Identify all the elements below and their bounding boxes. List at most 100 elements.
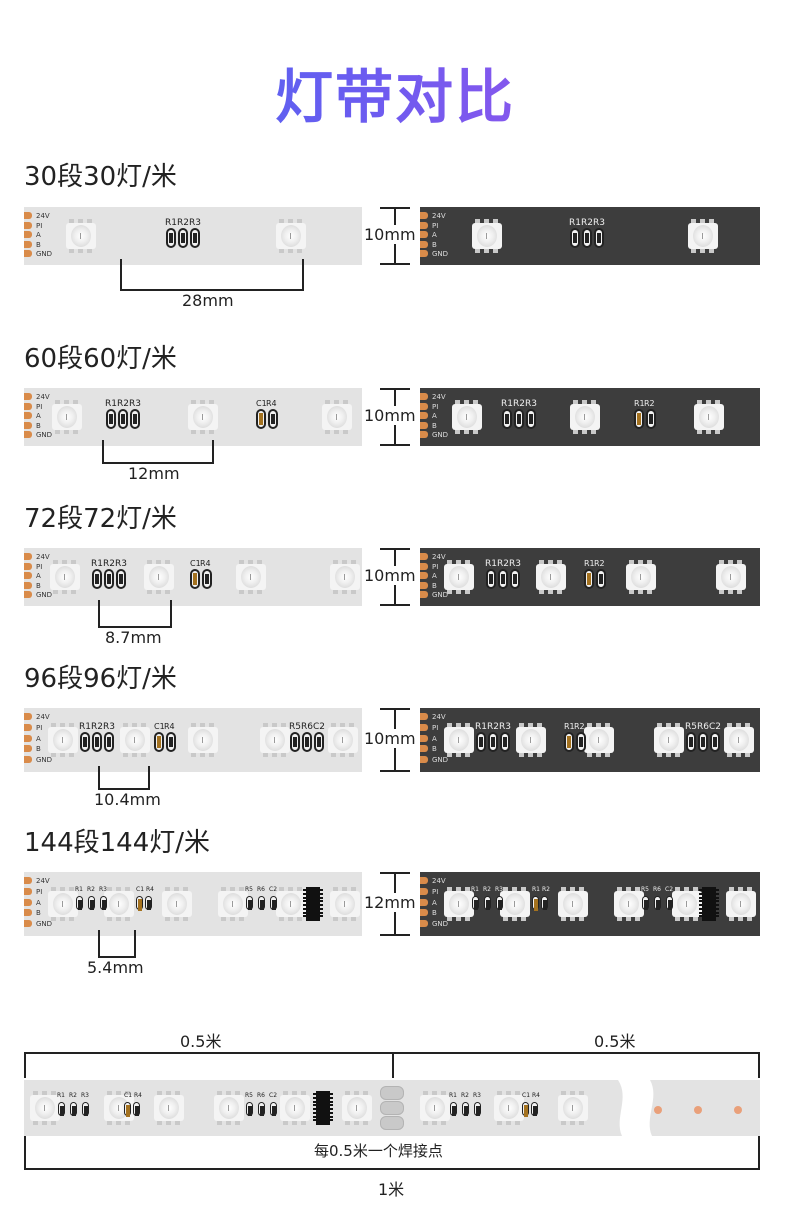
resistor (476, 732, 486, 752)
width-measure: 10mm (364, 708, 416, 772)
led-lens (347, 1097, 367, 1119)
led-leg (570, 917, 575, 921)
component-core (260, 900, 264, 910)
solder-pad (420, 240, 428, 248)
component-label: C2 (665, 886, 674, 893)
resistor (246, 896, 253, 910)
component-label: R1 (79, 722, 91, 732)
led-leg (675, 887, 680, 891)
led-lens (631, 566, 651, 588)
pad-label: GND (36, 756, 53, 765)
led-leg (515, 1091, 520, 1095)
led-leg (626, 917, 631, 921)
led-leg (132, 723, 137, 727)
measure-cap (380, 604, 410, 606)
pitch-bracket (98, 766, 150, 790)
led-leg (334, 400, 339, 404)
led-leg (200, 400, 205, 404)
pad-label: B (432, 909, 437, 918)
solder-pad (420, 250, 428, 258)
component-label: R1 (105, 399, 117, 409)
led-leg (354, 1121, 359, 1125)
solder-pad (420, 723, 428, 731)
component-label: R5 (685, 722, 697, 732)
led-leg (596, 753, 601, 757)
component-core (272, 1106, 276, 1116)
measure-cap (380, 934, 410, 936)
pad-label: B (432, 421, 437, 430)
led-chip (154, 1091, 184, 1125)
led-mark (294, 1105, 295, 1111)
width-measure: 10mm (364, 548, 416, 606)
resistor (500, 732, 510, 752)
led-chip (218, 887, 248, 921)
component-label: R6 (301, 722, 313, 732)
led-chip (726, 887, 756, 921)
led-chip (120, 723, 150, 757)
led-lens (335, 566, 355, 588)
resistor (541, 896, 548, 910)
resistor (484, 896, 491, 910)
led-leg (165, 590, 170, 594)
led-mark (458, 574, 459, 580)
component-core (579, 737, 583, 747)
led-leg (737, 590, 742, 594)
led-mark (342, 737, 343, 743)
led-lens (693, 225, 713, 247)
component-core (293, 737, 297, 747)
led-leg (354, 1091, 359, 1095)
led-leg (51, 1091, 56, 1095)
component-core (498, 900, 502, 910)
resistor (145, 896, 152, 910)
resistor (502, 409, 512, 429)
led-leg (345, 1121, 350, 1125)
pad-label: GND (36, 920, 53, 929)
led-leg (528, 753, 533, 757)
component-core (147, 900, 151, 910)
led-leg (441, 1121, 446, 1125)
solder-pad (420, 421, 428, 429)
component-core (138, 899, 142, 911)
component-label: C2 (269, 886, 278, 893)
pad-label: GND (432, 431, 449, 440)
led-leg (116, 1121, 121, 1125)
led-leg (123, 753, 128, 757)
resistor (472, 896, 479, 910)
ic-pin (303, 904, 306, 906)
component-label: R2 (542, 886, 550, 893)
component-label: R3 (509, 559, 521, 569)
width-measure: 10mm (364, 388, 416, 446)
led-leg (125, 917, 130, 921)
measure-cap (380, 388, 410, 390)
component-label: R6 (257, 1092, 265, 1099)
capacitor (522, 1102, 529, 1117)
ic-pin (716, 915, 719, 918)
led-leg (235, 1121, 240, 1125)
led-leg (736, 753, 741, 757)
led-leg (465, 887, 470, 891)
led-leg (239, 917, 244, 921)
led-lens (699, 406, 719, 428)
led-leg (447, 723, 452, 727)
led-leg (351, 887, 356, 891)
component-core (193, 233, 197, 243)
led-leg (331, 753, 336, 757)
ic-pin (303, 892, 306, 895)
led-chip (672, 887, 702, 921)
solder-pad (420, 393, 428, 400)
component-label: R1 (75, 886, 83, 893)
led-leg (570, 887, 575, 891)
led-lens (335, 893, 355, 915)
led-leg (626, 887, 631, 891)
led-chip (30, 1091, 60, 1125)
led-leg (456, 753, 461, 757)
component-label: R2 (497, 559, 509, 569)
component-label: R1 (584, 559, 595, 568)
pad-label: PI (36, 887, 43, 896)
component-label: R2 (594, 559, 605, 568)
led-leg (174, 917, 179, 921)
pad-label: 24V (36, 553, 50, 561)
resistor (246, 1102, 253, 1116)
led-leg (691, 219, 696, 223)
led-leg (447, 560, 452, 564)
